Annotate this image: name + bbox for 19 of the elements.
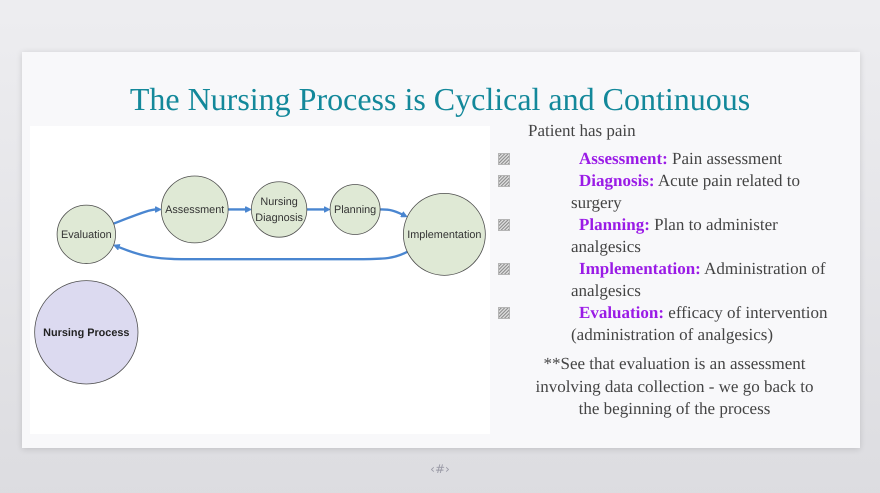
step-circle: Evaluation [56,204,116,264]
step-circle: Assessment [160,176,229,244]
bullet-text: Planning: Plan to administer analgesics [571,214,779,258]
step-circle: Nursing Diagnosis [251,181,308,238]
step-circle: Planning [330,184,380,235]
page-number: ‹#› [430,462,450,476]
arrow [113,244,408,260]
bullet-text: Assessment: Pain assessment [578,148,784,170]
center-circle: Nursing Process [34,280,138,384]
arrow [113,206,162,225]
arrow [228,206,252,213]
bullet-text: Evaluation: efficacy of intervention (administration of analgesics) [571,302,829,346]
arrow [380,208,408,218]
step-circle: Implementation [402,192,486,276]
case-heading: Patient has pain [528,120,636,142]
bullet-text: Diagnosis: Acute pain related to surgery [571,170,801,214]
note-text: **See that evaluation is an assessment involving data collection - we go back to the beginning of the process [534,353,815,420]
arrow [306,206,330,213]
slide-title: The Nursing Process is Cyclical and Continuous [130,80,750,118]
